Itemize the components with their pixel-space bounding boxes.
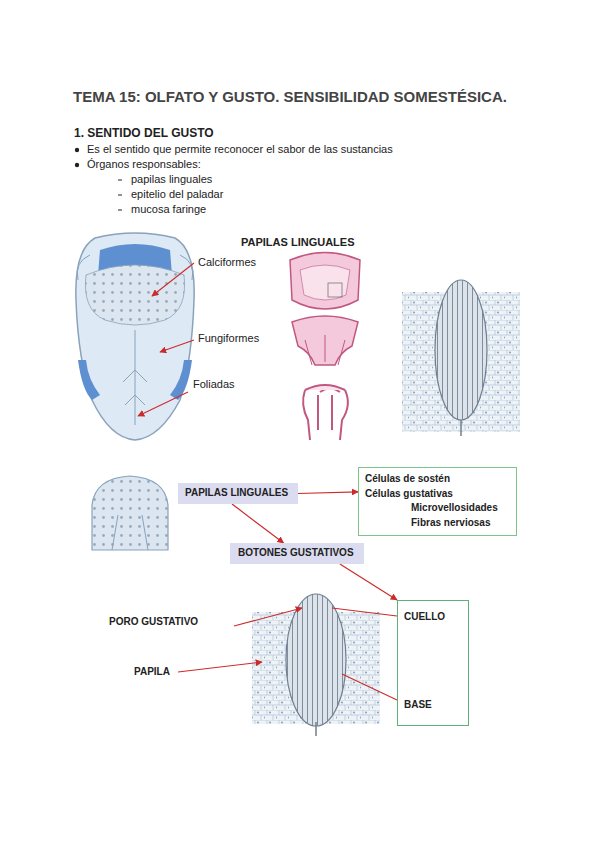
node-text: CUELLO [404,610,445,625]
figure-heading: PAPILAS LINGUALES [240,236,355,248]
node-text: BASE [404,698,432,713]
bullet-text: Órganos responsables: [86,158,202,170]
papilla-figure [92,476,168,550]
list-box: Células de sosténCélulas gustativasMicro… [358,467,517,536]
node-text: PAPILAS LINGUALES [185,486,291,501]
list-item: epitelio del paladar [130,188,224,200]
bracket-box: CUELLO BASE [397,600,469,726]
taste-bud-figure [402,280,520,436]
part-label: PORO GUSTATIVO [108,616,199,627]
part-label: Calciformes [197,256,257,268]
arrow-connector [298,492,358,494]
taste-bud-figure [252,594,380,736]
lavender-box: PAPILAS LINGUALES [178,483,298,504]
part-label: Foliadas [192,378,236,390]
arrow-connector [340,564,397,600]
arrow-connector [232,504,284,543]
page-title: TEMA 15: OLFATO Y GUSTO. SENSIBILIDAD SO… [73,88,507,105]
list-item: papilas linguales [130,173,213,185]
section-heading: 1. SENTIDO DEL GUSTO [73,126,215,140]
node-text: Células de sostén [365,472,508,487]
part-label: Fungiformes [197,332,260,344]
node-text: Células gustativas [365,487,508,502]
node-text: Microvellosidades [365,501,508,516]
tongue-figure [76,233,194,440]
node-text: Fibras nerviosas [365,516,508,531]
node-text: BOTONES GUSTATIVOS [238,546,356,561]
papilla-sections [290,253,360,441]
bullet-text: Es el sentido que permite reconocer el s… [86,143,394,155]
lavender-box: BOTONES GUSTATIVOS [230,543,364,564]
part-label: PAPILA [133,666,171,677]
list-item: mucosa faringe [130,203,207,215]
